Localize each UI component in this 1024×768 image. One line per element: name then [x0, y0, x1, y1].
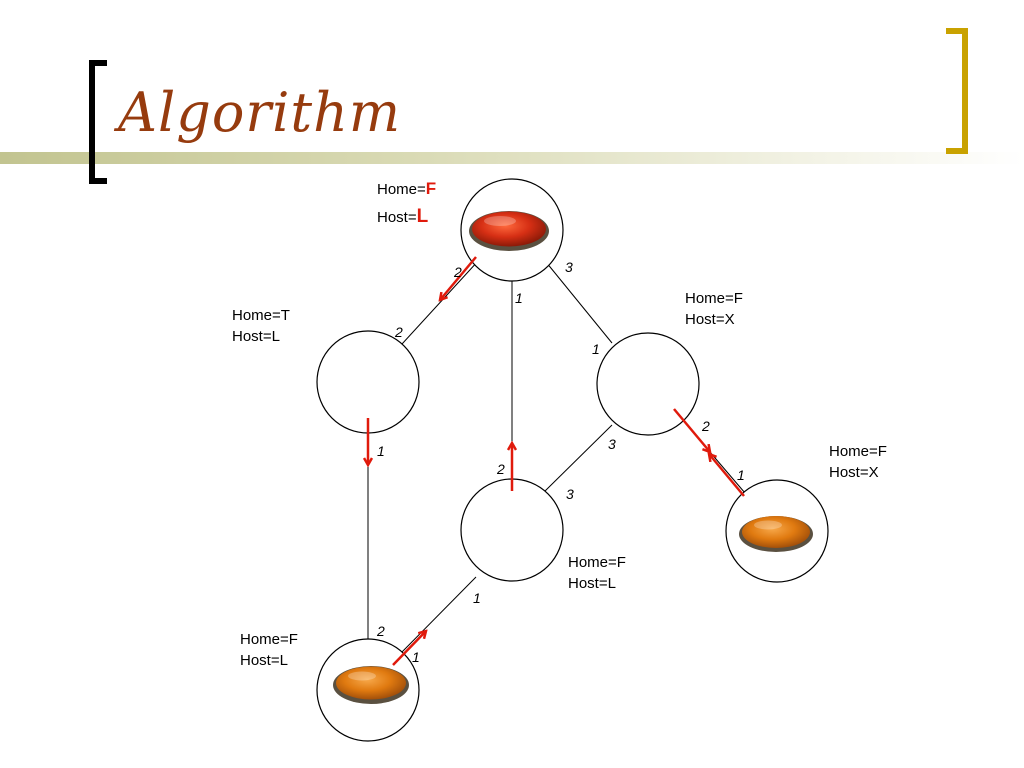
node-bottom-left-host-label: Host=L — [240, 652, 288, 669]
node-left-host-label: Host=L — [232, 328, 280, 345]
agent-icon-bottom-left — [333, 666, 409, 704]
port-label: 2 — [394, 324, 403, 340]
right-bracket-decoration — [946, 28, 968, 154]
port-label: 1 — [515, 290, 523, 306]
node-center-home-label: Home=F — [568, 554, 626, 571]
agent-icon-far-right — [739, 516, 813, 552]
node-top-host-label: Host=L — [377, 206, 429, 227]
node-far-right-host-label: Host=X — [829, 464, 879, 481]
node-top-host-value: L — [417, 206, 429, 227]
node-top-home-value: F — [426, 179, 436, 198]
arrow-farright-up — [709, 454, 745, 497]
node-right-host-label: Host=X — [685, 311, 735, 328]
node-center — [460, 478, 564, 582]
title-underline-bar — [0, 152, 1024, 164]
edge-right-center — [542, 424, 613, 494]
port-label: 2 — [376, 623, 385, 639]
edge-top-left — [401, 259, 480, 345]
node-left — [316, 330, 420, 434]
node-bottom-left-home-label: Home=F — [240, 631, 298, 648]
edge-center-bottomleft — [400, 576, 477, 654]
port-label: 2 — [496, 461, 505, 477]
arrow-bottomleft-to-center — [392, 631, 426, 666]
port-label: 1 — [412, 649, 420, 665]
arrow-top-to-left — [440, 256, 477, 300]
port-label: 1 — [737, 467, 745, 483]
port-label: 3 — [608, 436, 616, 452]
port-label: 1 — [377, 443, 385, 459]
port-label: 2 — [453, 264, 462, 280]
node-left-home-label: Home=T — [232, 307, 290, 324]
agent-icon-host — [469, 211, 549, 251]
port-label: 3 — [566, 486, 574, 502]
slide-title: Algorithm — [118, 81, 402, 144]
port-label: 2 — [701, 418, 710, 434]
port-label: 3 — [565, 259, 573, 275]
node-far-right-home-label: Home=F — [829, 443, 887, 460]
arrow-right-down — [673, 408, 710, 452]
port-label: 1 — [592, 341, 600, 357]
edge-top-right — [545, 261, 613, 344]
node-right-home-label: Home=F — [685, 290, 743, 307]
node-top-home-label: Home=F — [377, 179, 436, 198]
port-label: 1 — [473, 590, 481, 606]
node-center-host-label: Host=L — [568, 575, 616, 592]
left-bracket-decoration — [89, 60, 107, 184]
